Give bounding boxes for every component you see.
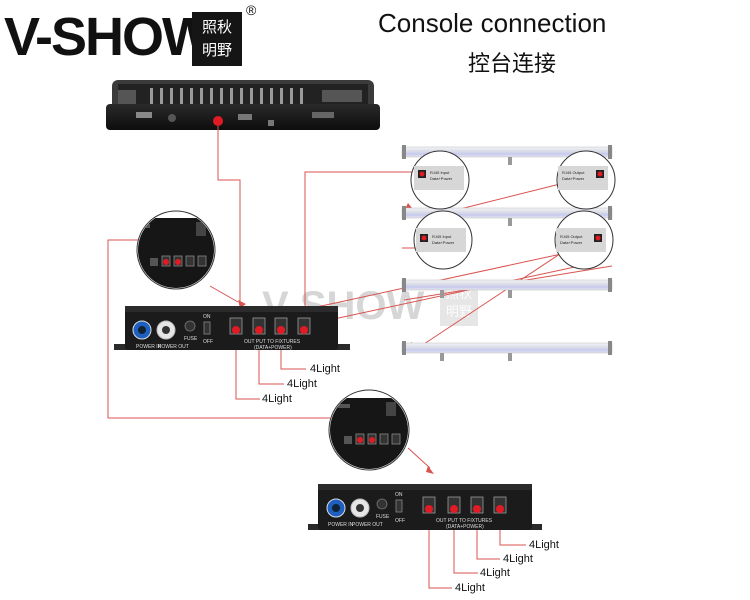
label-on-b: ON — [395, 492, 403, 498]
brand-logo: V-SHOW — [4, 7, 213, 67]
callout-1-line2: Data+Power — [430, 176, 453, 181]
bottom-light-label-1: 4Light — [529, 539, 559, 551]
registered-mark: ® — [246, 2, 257, 18]
bar-callout-4: RJ45 Output Data+Power — [554, 210, 614, 270]
label-power-in-b: POWER IN — [328, 522, 354, 528]
callout-4-line2: Data+Power — [560, 240, 583, 245]
label-output-line2-b: (DATA+POWER) — [446, 524, 484, 530]
label-output-line1: OUT PUT TO FIXTURES — [244, 339, 301, 345]
label-fuse-b: FUSE — [376, 514, 390, 520]
callout-4-line1: RJ45 Output — [560, 234, 583, 239]
top-zoom-callout — [136, 210, 216, 290]
output-ports — [229, 317, 311, 335]
led-bar-4 — [401, 341, 613, 361]
callout-2-line1: RJ45 Output — [562, 170, 585, 175]
callout-1-line1: RJ45 Input — [430, 170, 450, 175]
bottom-light-label-4: 4Light — [455, 582, 485, 594]
page-subtitle: 控台连接 — [468, 52, 557, 77]
label-output-line2: (DATA+POWER) — [254, 345, 292, 351]
seal-line-2: 明野 — [201, 41, 232, 59]
power-switch — [203, 321, 211, 335]
top-light-label-1: 4Light — [310, 363, 340, 375]
label-power-out-b: POWER OUT — [352, 522, 383, 528]
top-light-label-2: 4Light — [287, 378, 317, 390]
led-bar-3 — [401, 278, 613, 298]
brand-seal: 照秋 明野 — [192, 12, 242, 66]
label-power-in: POWER IN — [136, 344, 162, 350]
dmx-console — [106, 80, 380, 130]
bottom-controller: POWER IN POWER OUT FUSE ON OFF OUT PUT T… — [308, 484, 542, 530]
bottom-zoom-callout — [328, 389, 410, 471]
label-fuse: FUSE — [184, 336, 198, 342]
label-output-line1-b: OUT PUT TO FIXTURES — [436, 518, 493, 524]
seal-line-1: 照秋 — [201, 18, 232, 36]
label-off: OFF — [203, 339, 213, 345]
bar-callout-2: RJ45 Output Data+Power — [556, 150, 616, 210]
bar-callout-3: RJ45 Input Data+Power — [413, 210, 473, 270]
led-bars — [401, 145, 613, 361]
callout-3-line1: RJ45 Input — [432, 234, 452, 239]
bar-callout-1: RJ45 Input Data+Power — [410, 150, 470, 210]
bottom-light-label-2: 4Light — [503, 553, 533, 565]
label-off-b: OFF — [395, 518, 405, 524]
label-power-out: POWER OUT — [158, 344, 189, 350]
callout-3-line2: Data+Power — [432, 240, 455, 245]
bottom-light-label-3: 4Light — [480, 567, 510, 579]
top-controller: POWER IN POWER OUT FUSE ON OFF OUT PUT T… — [114, 306, 350, 351]
console-dmx-out-connector — [213, 116, 223, 126]
fuse-holder — [184, 320, 196, 332]
top-light-label-3: 4Light — [262, 393, 292, 405]
label-on: ON — [203, 314, 211, 320]
page-title: Console connection — [378, 8, 607, 38]
callout-2-line2: Data+Power — [562, 176, 585, 181]
